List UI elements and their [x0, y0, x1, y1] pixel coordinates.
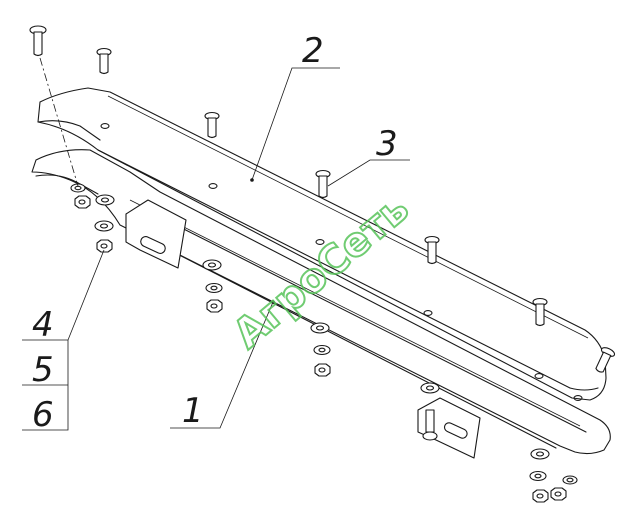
part-2-upper-bar	[37, 87, 607, 401]
part-1-lower-bar	[31, 149, 611, 459]
bracket-left	[125, 199, 187, 269]
bolt	[595, 347, 616, 373]
label-2: 2	[302, 31, 324, 71]
bolt	[422, 409, 438, 441]
bolt	[204, 111, 220, 139]
label-5: 5	[32, 350, 54, 390]
upper-bar-holes	[100, 123, 583, 401]
nuts	[74, 195, 578, 503]
label-6: 6	[32, 395, 54, 435]
bolt	[96, 47, 112, 75]
bolt	[315, 169, 331, 199]
washers	[70, 183, 550, 460]
bolt	[532, 297, 548, 327]
label-1: 1	[182, 391, 204, 431]
axis-lines	[39, 57, 79, 187]
label-4: 4	[32, 305, 54, 345]
bolt	[424, 235, 440, 265]
callouts: 2 3 1 4 5 6	[22, 31, 410, 435]
bolt	[29, 25, 47, 57]
bolts	[29, 25, 616, 441]
label-3: 3	[376, 124, 398, 164]
